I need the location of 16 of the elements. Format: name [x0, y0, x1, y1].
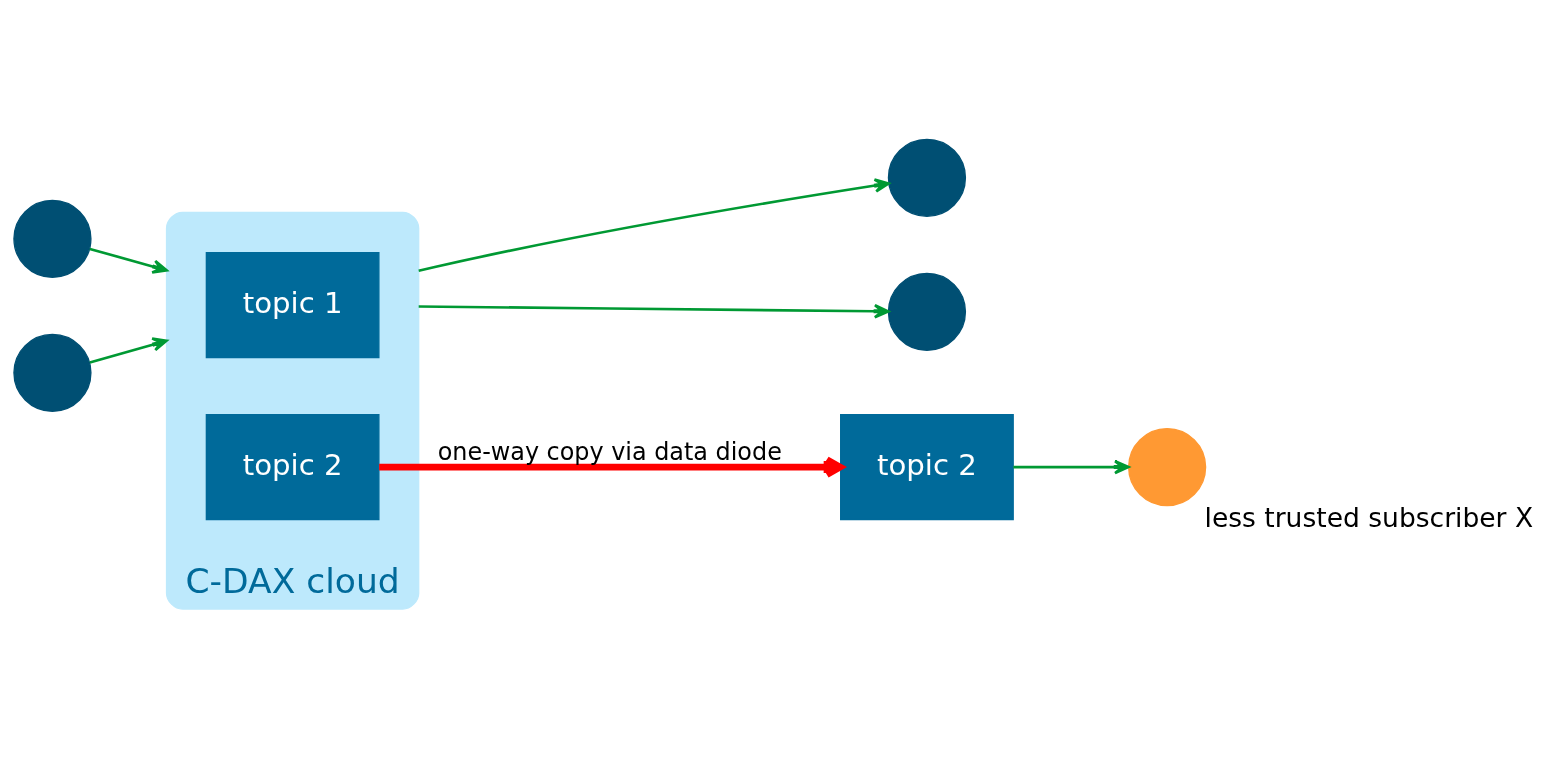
- node-circle: [1127, 427, 1207, 507]
- node-circle: [13, 199, 92, 278]
- arrow: [89, 247, 168, 274]
- arrow: [379, 456, 844, 478]
- arrow: [1013, 459, 1130, 475]
- arrow: [89, 337, 168, 364]
- node-label: less trusted subscriber X: [1204, 501, 1534, 533]
- node-box: topic 1: [205, 252, 380, 359]
- node-circle: [887, 138, 967, 217]
- node-box: topic 2: [840, 414, 1014, 521]
- arrow: [418, 178, 890, 273]
- node-circle: [887, 272, 967, 351]
- node-box: topic 2: [205, 414, 380, 521]
- edge-label: one-way copy via data diode: [437, 437, 782, 466]
- node-circle: [13, 333, 92, 412]
- arrow: [418, 304, 890, 319]
